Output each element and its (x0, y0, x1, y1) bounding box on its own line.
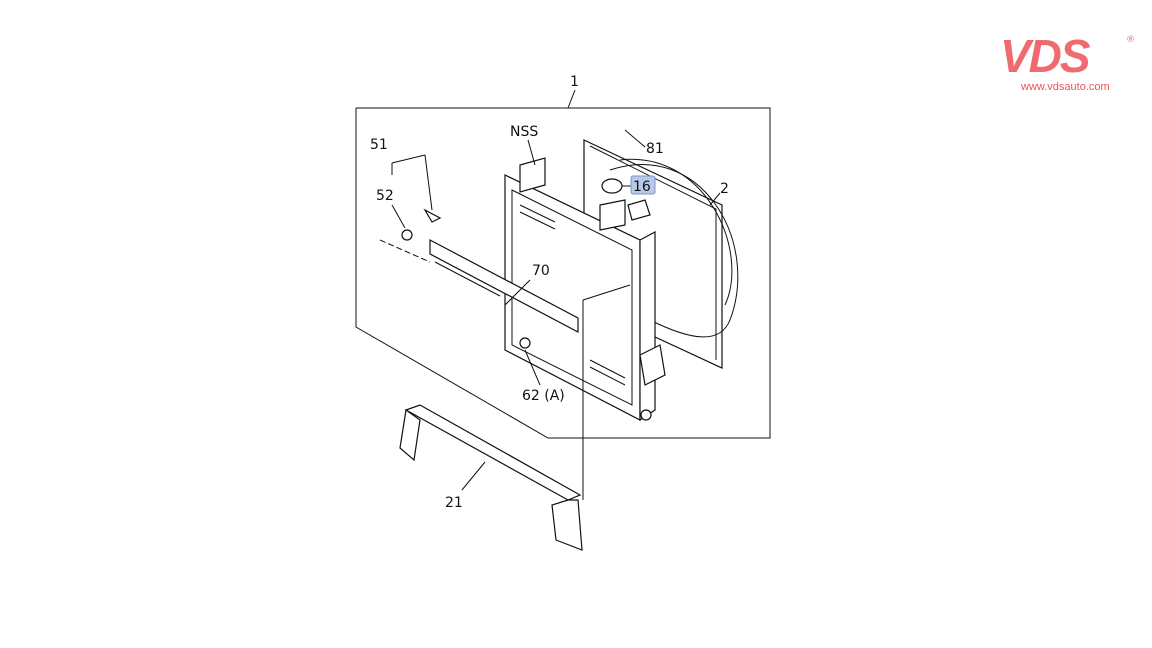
wing-nut-part (423, 208, 442, 223)
washer-part (401, 229, 413, 241)
grille-part (399, 404, 583, 551)
callout-81[interactable]: 81 (646, 141, 664, 157)
callout-21[interactable]: 21 (445, 495, 463, 511)
callout-52[interactable]: 52 (376, 188, 394, 204)
callout-70[interactable]: 70 (532, 263, 550, 279)
vds-logo: VDS ® (998, 30, 1138, 100)
radiator-part (504, 157, 666, 422)
callout-2[interactable]: 2 (720, 181, 729, 197)
callout-nss[interactable]: NSS (510, 124, 538, 140)
callout-51[interactable]: 51 (370, 137, 388, 153)
brand-url[interactable]: www.vdsauto.com (1021, 81, 1110, 93)
svg-text:®: ® (1126, 35, 1135, 45)
callout-16-highlight (630, 175, 656, 195)
bracket-part (429, 239, 579, 349)
svg-text:VDS: VDS (1000, 30, 1091, 80)
callout-1[interactable]: 1 (570, 74, 579, 90)
callout-62[interactable]: 62 (A) (522, 388, 565, 404)
assembly-outline (355, 107, 771, 439)
callout-16[interactable]: 16 (633, 179, 651, 195)
